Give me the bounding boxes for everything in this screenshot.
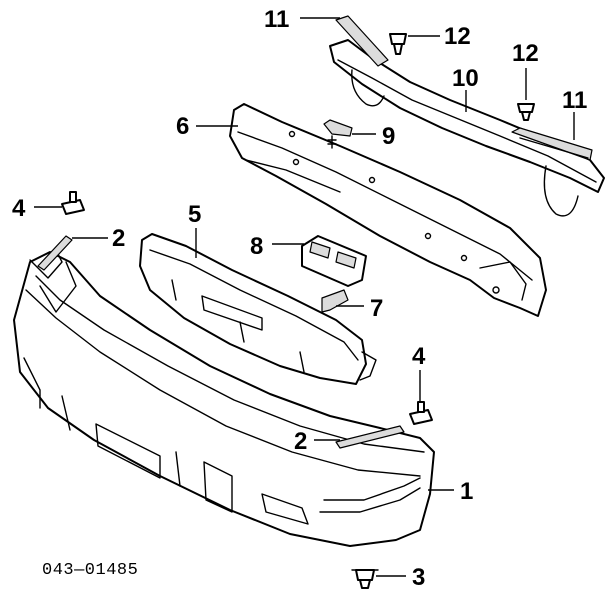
part-11-trim-strip-right bbox=[511, 127, 593, 161]
callout-12-upper: 12 bbox=[444, 23, 471, 50]
callout-11-right: 11 bbox=[562, 87, 587, 114]
callout-12-right: 12 bbox=[512, 40, 539, 67]
part-12-clip-right bbox=[517, 103, 535, 121]
callout-10: 10 bbox=[452, 65, 479, 92]
callout-4-left: 4 bbox=[12, 195, 26, 222]
callout-2-left: 2 bbox=[112, 225, 125, 252]
drawing-code: 043—01485 bbox=[42, 561, 138, 580]
part-3-push-clip bbox=[351, 569, 379, 589]
part-2-strip-right bbox=[335, 425, 405, 449]
callout-3: 3 bbox=[412, 564, 425, 591]
callout-11-upper: 11 bbox=[264, 6, 289, 33]
callout-5: 5 bbox=[188, 201, 201, 228]
part-4-clip-nut-right bbox=[409, 401, 433, 425]
part-6-bumper-beam bbox=[229, 103, 547, 317]
part-8-absorber-block bbox=[301, 235, 367, 287]
leader-lines bbox=[34, 17, 575, 577]
callout-7: 7 bbox=[370, 295, 383, 322]
callout-labels: 11 12 12 10 11 6 9 4 2 5 8 7 4 2 1 3 bbox=[12, 6, 587, 591]
part-5-energy-absorber bbox=[139, 233, 377, 385]
part-10-reinforcement-bar bbox=[329, 39, 605, 217]
part-12-clip-upper bbox=[389, 33, 407, 55]
callout-9: 9 bbox=[382, 123, 395, 150]
callout-6: 6 bbox=[176, 113, 189, 140]
callout-4-right: 4 bbox=[412, 343, 426, 370]
part-11-trim-strip-upper bbox=[335, 15, 389, 67]
part-1-bumper-cover bbox=[13, 249, 435, 547]
part-9-bracket bbox=[323, 119, 353, 149]
callout-8: 8 bbox=[250, 233, 263, 260]
part-7-small-bracket bbox=[321, 289, 349, 313]
callout-1: 1 bbox=[460, 478, 473, 505]
part-4-clip-nut-left bbox=[61, 191, 85, 215]
part-2-strip-left bbox=[37, 235, 73, 271]
callout-2-right: 2 bbox=[294, 428, 307, 455]
